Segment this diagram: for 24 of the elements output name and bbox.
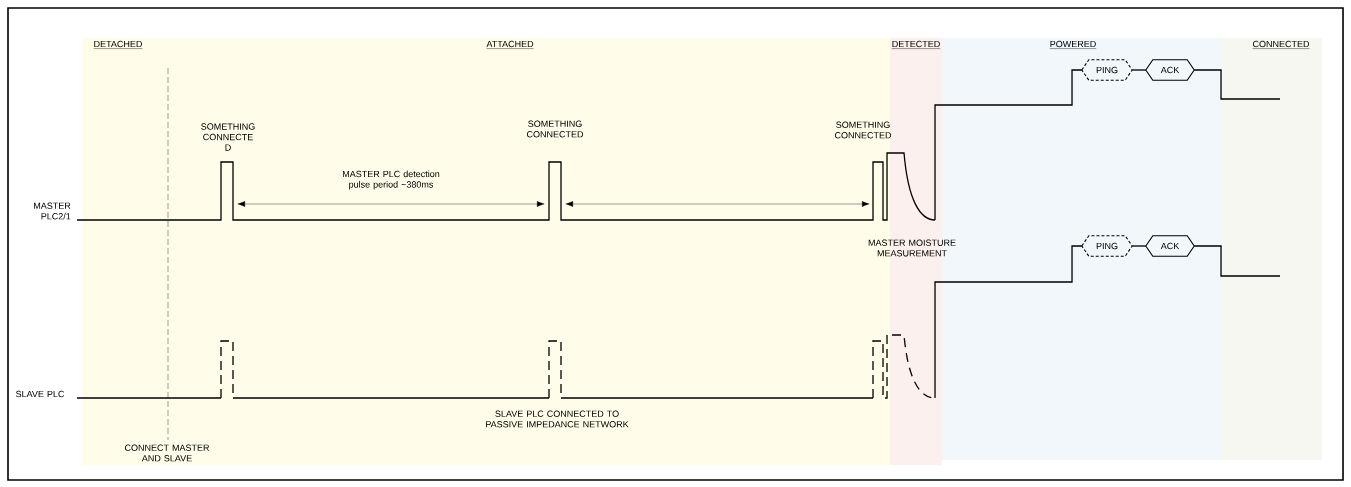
- annotation-text: MASTER PLC detection pulse period ~380ms: [342, 170, 440, 190]
- annotation-text: SOMETHING CONNECTED: [526, 120, 584, 138]
- annotation-text: CONNECT MASTER AND SLAVE: [124, 444, 210, 462]
- phase-heading: POWERED: [1049, 40, 1097, 49]
- phase-heading: DETECTED: [891, 40, 941, 49]
- phase-heading: DETACHED: [93, 40, 143, 49]
- signal-waveform: [934, 69, 1083, 221]
- signal-waveform: [1193, 69, 1281, 100]
- hexagon-state: PING: [1081, 235, 1133, 257]
- signal-name: SLAVE PLC: [16, 390, 65, 398]
- signal-waveform: [934, 245, 1083, 399]
- hexagon-state: ACK: [1145, 59, 1195, 81]
- phase-heading: ATTACHED: [486, 40, 534, 49]
- annotation-text: SLAVE PLC CONNECTED TO PASSIVE IMPEDANCE NETWORK: [486, 410, 629, 428]
- connector-line: [1131, 69, 1147, 71]
- signal-waveform: [1193, 245, 1281, 277]
- annotation-text: SOMETHING CONNECTE D: [201, 123, 255, 151]
- phase-heading: CONNECTED: [1252, 40, 1310, 49]
- annotation-text: MASTER MOISTURE MEASUREMENT: [868, 239, 956, 257]
- signal-name: MASTER PLC2/1: [34, 202, 71, 220]
- hexagon-state: ACK: [1145, 235, 1195, 257]
- annotation-text: SOMETHING CONNECTED: [834, 121, 892, 139]
- connector-line: [1131, 245, 1147, 247]
- hexagon-state: PING: [1081, 59, 1133, 81]
